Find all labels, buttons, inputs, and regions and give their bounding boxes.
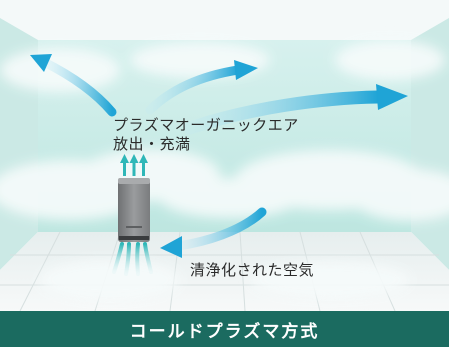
emission-label-line2: 放出・充満 (113, 135, 191, 153)
intake-streams (112, 242, 153, 276)
emission-arrows (120, 154, 148, 176)
footer-banner: コールドプラズマ方式 (0, 311, 449, 347)
room-scene (0, 0, 449, 311)
emission-label-line1: プラズマオーガニックエア (113, 116, 299, 134)
clean-air-label: 清浄化された空気 (190, 261, 315, 279)
plasma-device-icon (118, 178, 150, 242)
airflow-arrow-icon (30, 54, 408, 258)
footer-title: コールドプラズマ方式 (129, 321, 320, 342)
air-clouds (0, 40, 449, 300)
ceiling (0, 0, 449, 40)
emission-label: プラズマオーガニックエア 放出・充満 (113, 116, 299, 154)
